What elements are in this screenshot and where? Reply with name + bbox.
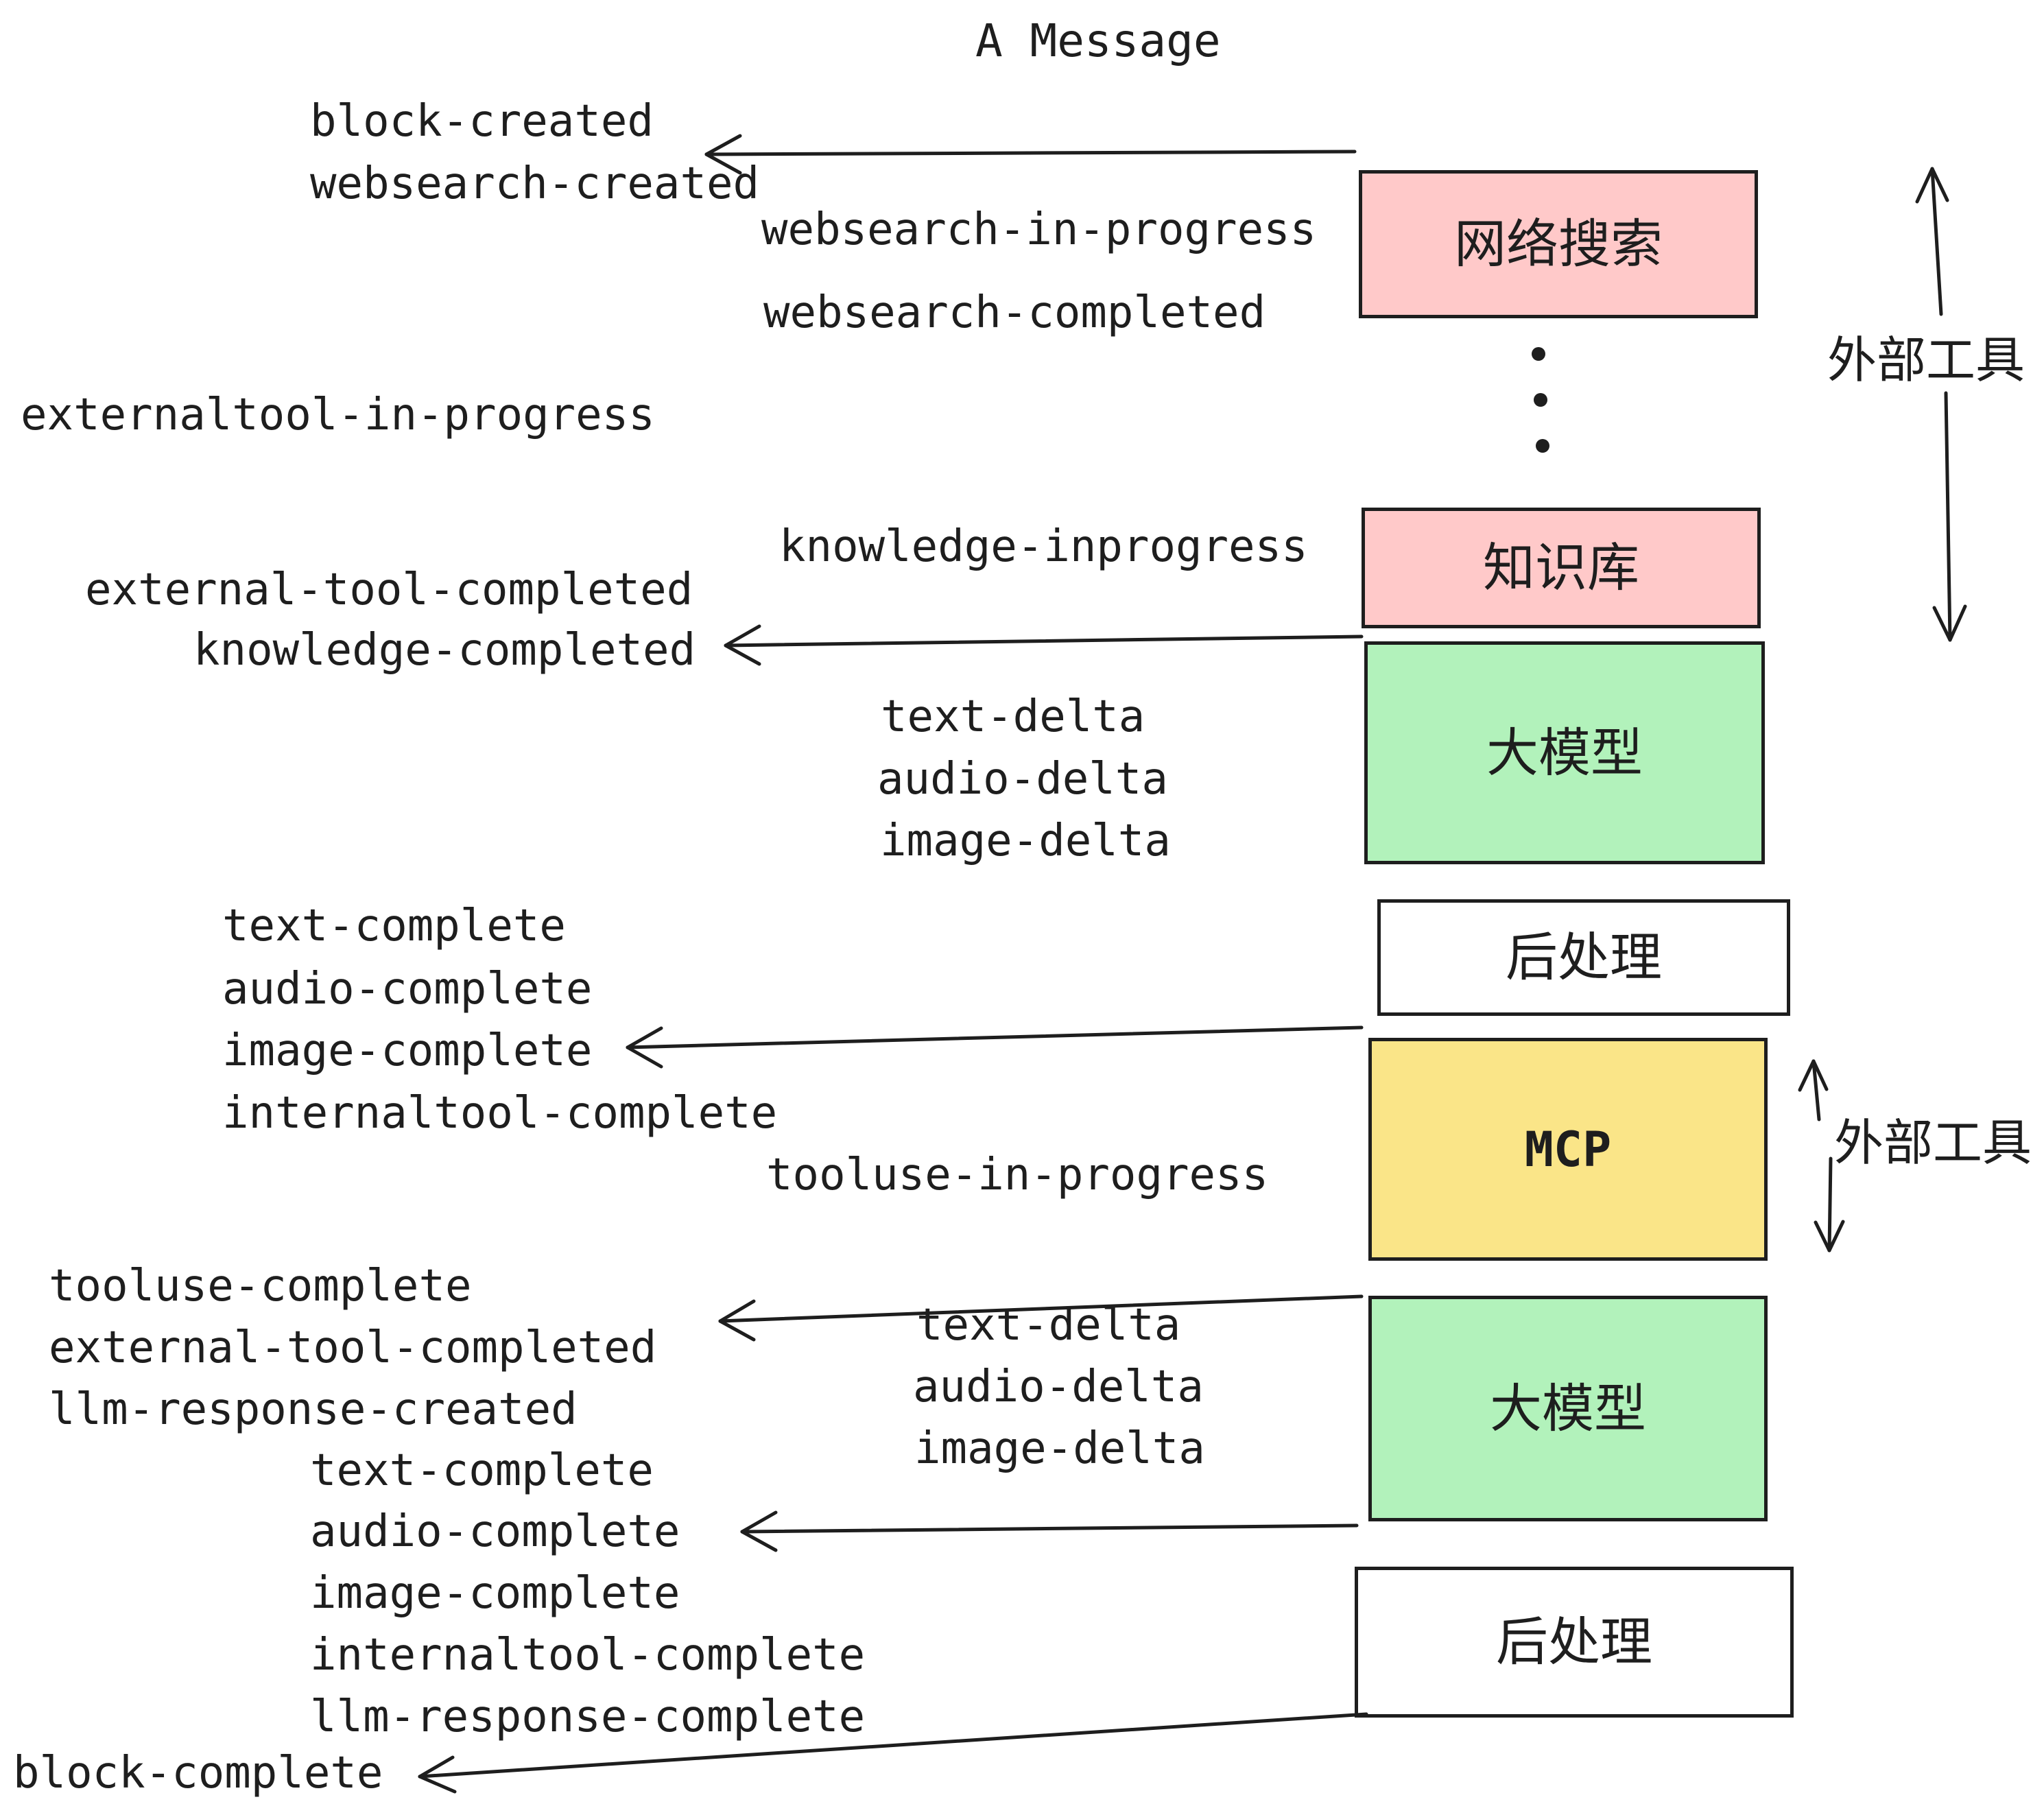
event-label-text-delta-1: text-delta	[881, 691, 1145, 742]
arrow-postprocess-to-imagecomplete	[626, 1025, 1364, 1069]
arrow-llm-to-audiocomplete	[740, 1510, 1359, 1552]
box-llm-top: 大模型	[1364, 641, 1765, 864]
box-knowledge: 知识库	[1362, 508, 1761, 628]
event-label-audio-complete-1: audio-complete	[222, 964, 593, 1014]
event-label-websearch-completed: websearch-completed	[763, 287, 1266, 338]
event-label-llm-response-complete: llm-response-complete	[310, 1692, 866, 1742]
event-label-internaltool-complete-1: internaltool-complete	[222, 1088, 778, 1139]
event-label-audio-delta-1: audio-delta	[877, 754, 1168, 805]
event-label-text-complete-1: text-complete	[222, 901, 566, 951]
event-label-text-delta-2: text-delta	[916, 1300, 1181, 1351]
event-label-websearch-created: websearch-created	[310, 158, 760, 209]
event-label-internaltool-complete-2: internaltool-complete	[310, 1630, 866, 1681]
event-label-block-created: block-created	[310, 96, 654, 147]
event-label-knowledge-inprogress: knowledge-inprogress	[779, 521, 1308, 572]
box-llm-top-label: 大模型	[1486, 722, 1643, 783]
event-label-block-complete: block-complete	[13, 1748, 383, 1799]
event-label-text-complete-2: text-complete	[310, 1445, 654, 1496]
ellipsis-dots-icon	[1532, 347, 1549, 453]
box-knowledge-label: 知识库	[1483, 537, 1639, 598]
event-label-llm-response-created: llm-response-created	[49, 1384, 578, 1435]
side-label-external-tools-top: 外部工具	[1827, 331, 2025, 389]
box-llm-bottom-label: 大模型	[1490, 1377, 1646, 1439]
double-arrow-external-tools-top-icon	[1915, 167, 1967, 642]
event-label-image-complete-1: image-complete	[222, 1025, 593, 1076]
event-label-tooluse-in-progress: tooluse-in-progress	[766, 1150, 1269, 1200]
event-label-knowledge-completed: knowledge-completed	[193, 625, 696, 676]
event-label-audio-complete-2: audio-complete	[310, 1506, 680, 1557]
event-label-image-delta-1: image-delta	[880, 816, 1171, 866]
diagram-title: A Message	[975, 14, 1221, 67]
event-label-tooluse-complete: tooluse-complete	[49, 1261, 472, 1312]
box-mcp-label: MCP	[1524, 1121, 1612, 1178]
box-postprocess-bottom: 后处理	[1355, 1567, 1794, 1718]
side-label-external-tools-bottom: 外部工具	[1834, 1114, 2032, 1172]
event-label-websearch-in-progress: websearch-in-progress	[761, 204, 1317, 255]
box-websearch: 网络搜索	[1359, 170, 1758, 318]
event-label-image-complete-2: image-complete	[310, 1568, 680, 1619]
event-label-external-tool-completed-2: external-tool-completed	[49, 1322, 657, 1373]
box-postprocess-bottom-label: 后处理	[1496, 1611, 1652, 1672]
box-llm-bottom: 大模型	[1368, 1296, 1768, 1521]
event-label-externaltool-in-progress: externaltool-in-progress	[21, 390, 655, 440]
box-mcp: MCP	[1368, 1038, 1768, 1261]
box-postprocess-top: 后处理	[1377, 899, 1790, 1016]
box-websearch-label: 网络搜索	[1454, 213, 1663, 274]
box-postprocess-top-label: 后处理	[1506, 927, 1662, 988]
event-label-image-delta-2: image-delta	[914, 1423, 1205, 1474]
event-label-audio-delta-2: audio-delta	[913, 1362, 1204, 1412]
event-label-external-tool-completed-1: external-tool-completed	[85, 565, 693, 615]
arrow-websearch-to-blockcreated	[704, 134, 1357, 175]
arrow-knowledge-to-knowledgecompleted	[724, 624, 1364, 666]
